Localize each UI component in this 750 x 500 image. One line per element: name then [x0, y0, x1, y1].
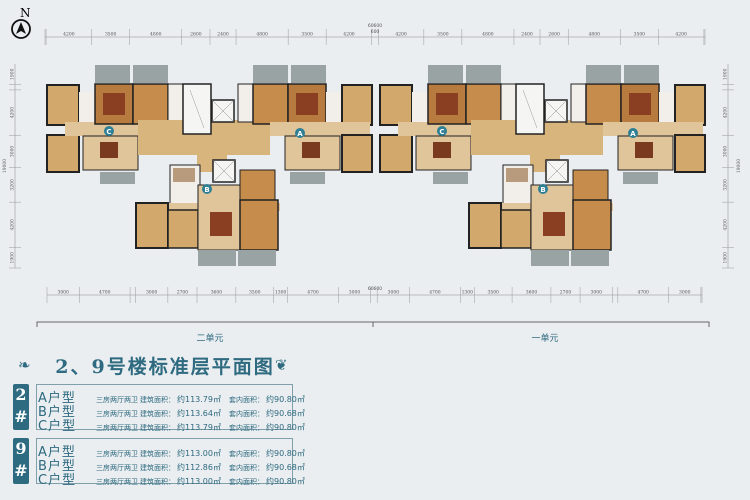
ornament-right-icon: ❦ [275, 356, 288, 374]
unit-b-marker: B [204, 186, 209, 194]
left-dimension-label: 3200 [10, 179, 16, 191]
unit-brackets [36, 321, 710, 327]
unit-one-label: 一单元 [531, 332, 558, 344]
top-dimension-label: 4800 [482, 32, 494, 38]
right-dimension-label: 4200 [723, 107, 729, 119]
bottom-dimension-label: 3000 [349, 290, 361, 296]
top-dimension-label: 2400 [217, 32, 229, 38]
info-frame [36, 438, 293, 484]
bottom-dimension-label: 1300 [275, 290, 287, 296]
building-badge: 2# [13, 384, 29, 430]
ornament-left-icon: ❧ [18, 356, 31, 374]
unit-two-plan [46, 64, 373, 267]
bottom-dimension-label: 3000 [388, 290, 400, 296]
top-dimension-label: 4800 [256, 32, 268, 38]
top-dimension-label: 3500 [105, 32, 117, 38]
unit-a-marker: A [630, 130, 636, 138]
dimension-lines: 4200 3500 4800 2600 2400 4800 3500 4200 4200 3500… [2, 29, 742, 303]
bottom-dimension-label: 4700 [637, 290, 649, 296]
top-dimension-label: 4200 [675, 32, 687, 38]
right-dimension-label: 3200 [723, 179, 729, 191]
bottom-dimension-label: 3000 [591, 290, 603, 296]
bottom-dimension-label: 4700 [429, 290, 441, 296]
info-frame [36, 384, 293, 430]
bottom-dimension-label: 3000 [146, 290, 158, 296]
bottom-dimension-label: 3500 [249, 290, 261, 296]
top-dimension-label: 2600 [548, 32, 560, 38]
compass-letter: N [20, 6, 31, 20]
top-dimension-label: 4200 [343, 32, 355, 38]
bottom-dimension-label: 3600 [211, 290, 223, 296]
north-compass-icon: N [11, 6, 31, 39]
unit-one-plan [379, 64, 706, 267]
top-dimension-label: 4800 [150, 32, 162, 38]
unit-c-marker: C [106, 128, 111, 136]
bottom-dimension-label: 4700 [99, 290, 111, 296]
bottom-dimension-label: 3000 [57, 290, 69, 296]
left-dimension-label: 4200 [10, 219, 16, 231]
bottom-dimension-label: 3000 [679, 290, 691, 296]
bottom-dimension-label: 4700 [307, 290, 319, 296]
top-dimension-label: 3500 [634, 32, 646, 38]
building-badge: 9# [13, 438, 29, 484]
bottom-dimension-label: 2700 [560, 290, 572, 296]
top-dimension-label: 4200 [63, 32, 75, 38]
top-dimension-label: 2600 [190, 32, 202, 38]
top-dimension-label: 3500 [437, 32, 449, 38]
right-dimension-label: 1900 [723, 252, 729, 264]
bottom-dimension-label: 3600 [526, 290, 538, 296]
bottom-dimension-label: 2700 [177, 290, 189, 296]
top-dimension-label: 3500 [301, 32, 313, 38]
unit-c-marker: C [439, 128, 444, 136]
top-dimension-label: 2400 [521, 32, 533, 38]
right-dimension-label: 3000 [723, 146, 729, 158]
page-title: 2、9号楼标准层平面图 [55, 356, 275, 378]
unit-a-marker: A [297, 130, 303, 138]
left-dimension-label: 1900 [10, 68, 16, 80]
top-center-dimension: 600 [371, 29, 380, 35]
right-dimension-label: 1900 [723, 68, 729, 80]
left-total-dimension: 19000 [2, 159, 8, 173]
left-dimension-label: 1900 [10, 252, 16, 264]
bottom-total-dimension: 60600 [368, 286, 382, 292]
left-dimension-label: 3000 [10, 146, 16, 158]
left-dimension-label: 4200 [10, 107, 16, 119]
right-dimension-label: 4200 [723, 219, 729, 231]
unit-two-label: 二单元 [196, 332, 223, 344]
bottom-dimension-label: 3500 [487, 290, 499, 296]
top-dimension-label: 4800 [589, 32, 601, 38]
right-total-dimension: 19000 [736, 159, 742, 173]
top-dimension-label: 4200 [395, 32, 407, 38]
unit-b-marker: B [540, 186, 545, 194]
bottom-dimension-label: 1300 [462, 290, 474, 296]
top-total-dimension: 60600 [368, 23, 382, 29]
